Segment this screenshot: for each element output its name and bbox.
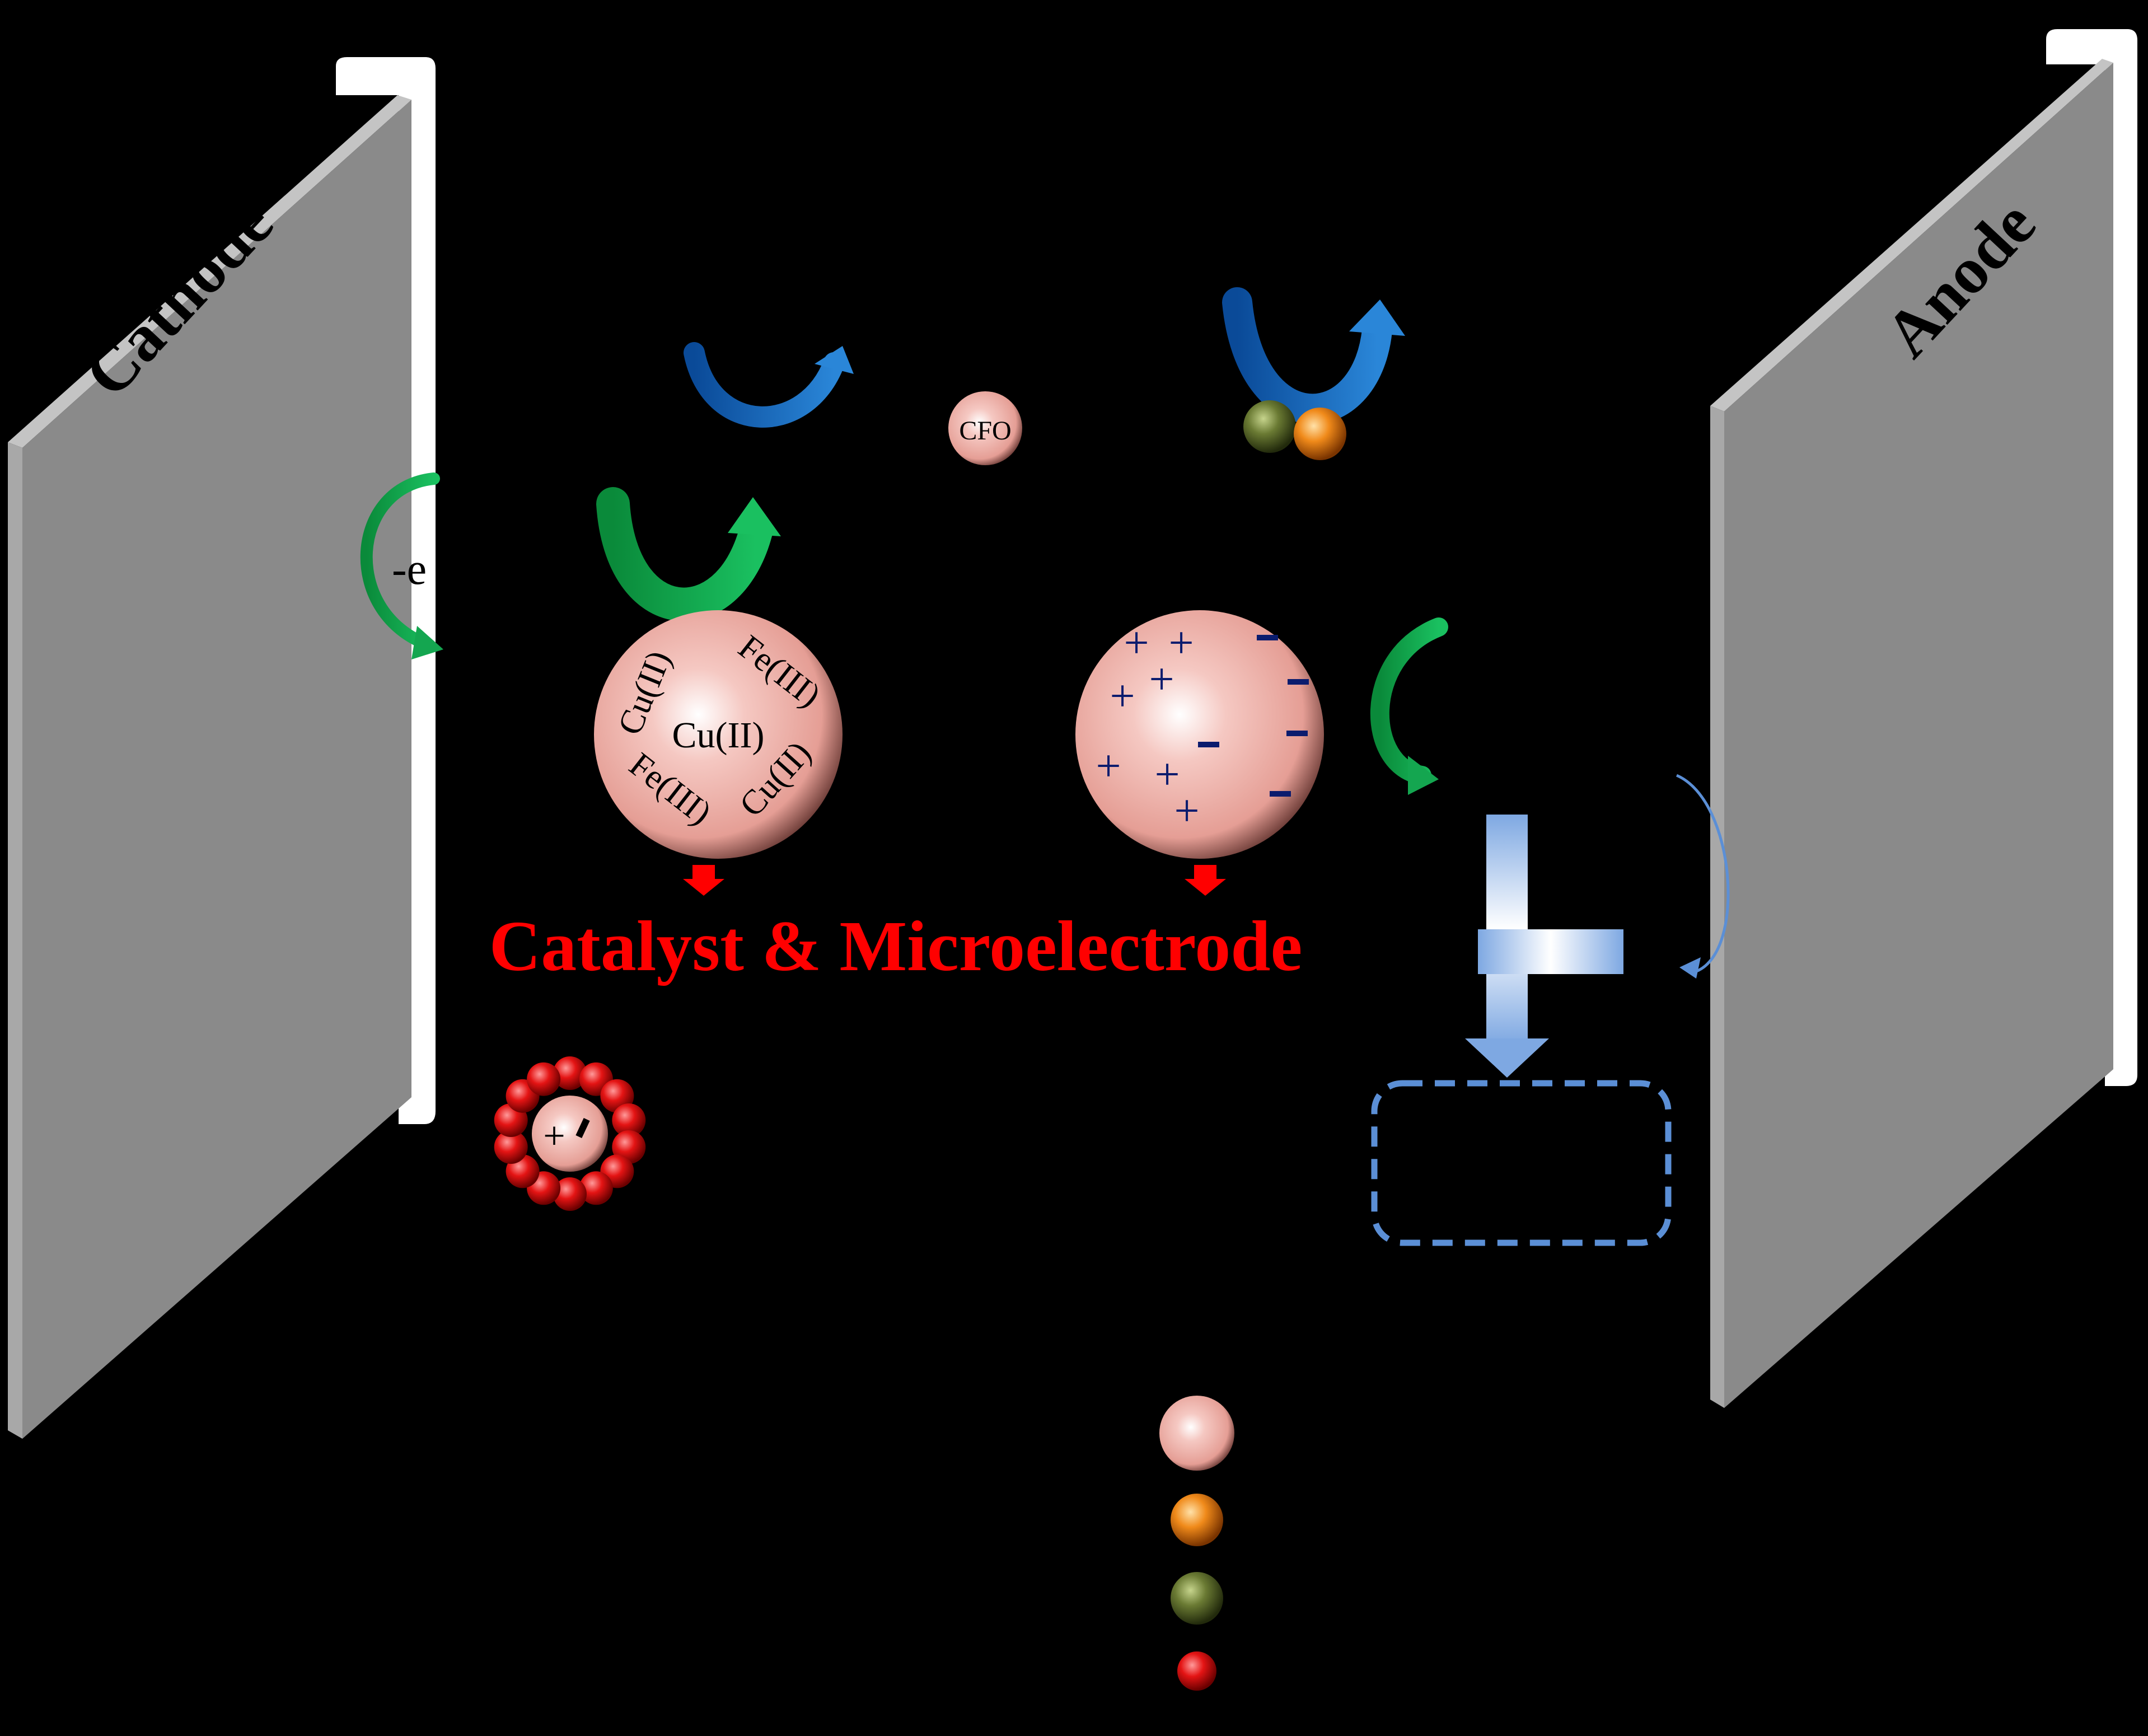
plus-charge: + (1174, 787, 1199, 836)
positive-charges: + + + + + + + (1096, 619, 1199, 836)
orange-olive-pair (1243, 400, 1346, 460)
light-blue-flow-arrow (1465, 815, 1623, 1078)
cfo-small-particle: CFO (948, 391, 1022, 465)
minus-charge (1286, 731, 1308, 736)
charged-particle: + + + + + + + (1075, 610, 1324, 859)
minus-charge (1198, 742, 1219, 747)
electron-transfer-arrow: -e (360, 472, 443, 659)
cluster-minus (575, 1118, 590, 1138)
anode-electrode: Anode (1710, 29, 2137, 1408)
green-cycle-arrow (596, 487, 781, 621)
red-spheres-ring (494, 1056, 646, 1211)
catalyst-microelectrode-caption: Catalyst & Microelectrode (489, 906, 1303, 986)
red-sphere-icon (1177, 1651, 1216, 1691)
catalyst-particle: Cu(II) Fe(III) Cu(II) Fe(III) Cu(II) (594, 610, 843, 859)
olive-sphere-icon (1243, 400, 1296, 453)
plus-charge: + (1110, 672, 1135, 721)
red-sphere (553, 1177, 587, 1211)
red-sphere (527, 1062, 561, 1096)
blue-cycle-arrow-left (684, 342, 854, 428)
green-side-arrow (1370, 617, 1448, 795)
plus-charge: + (1124, 619, 1149, 668)
minus-charge (1288, 679, 1309, 685)
cfo-label: CFO (959, 416, 1011, 446)
minus-charge (1270, 791, 1291, 797)
orange-sphere-icon (1294, 408, 1346, 460)
orange-sphere-icon (1171, 1494, 1223, 1546)
legend (1159, 1396, 1234, 1691)
electron-label: -e (392, 545, 427, 594)
blue-cycle-arrow-right (1222, 287, 1405, 424)
plus-charge: + (1096, 742, 1121, 791)
pink-particle-icon (1159, 1396, 1234, 1471)
plus-charge: + (1154, 750, 1180, 799)
cluster-plus: + (543, 1115, 565, 1158)
plus-charge: + (1149, 655, 1174, 704)
plus-charge: + (1168, 619, 1194, 668)
catalyst-down-arrow (683, 865, 724, 896)
ion-label-center: Cu(II) (672, 715, 765, 756)
product-dashed-box (1371, 1080, 1672, 1246)
red-sphere (553, 1056, 587, 1090)
blue-return-arc (1676, 774, 1730, 979)
red-sphere (494, 1130, 528, 1164)
red-sphere (612, 1103, 646, 1137)
minus-charge (1257, 635, 1278, 640)
ion-cluster: + (494, 1056, 646, 1211)
olive-sphere-icon (1171, 1572, 1223, 1625)
cathode-electrode: Cathode (8, 57, 436, 1439)
microelectrode-down-arrow (1185, 865, 1226, 896)
red-sphere (579, 1171, 613, 1205)
negative-charges (1198, 635, 1309, 797)
